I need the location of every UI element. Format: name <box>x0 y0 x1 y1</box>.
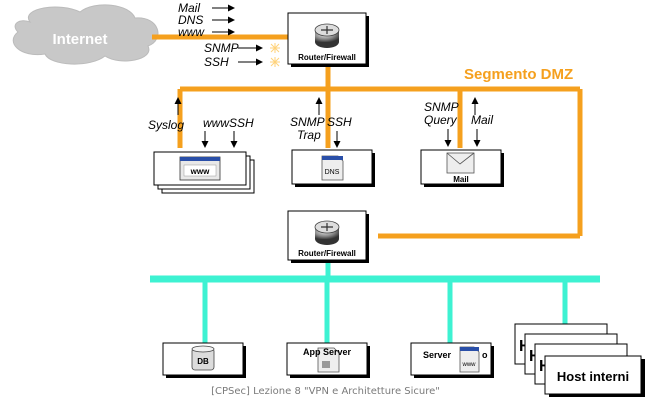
inbound-www-label: www <box>178 25 205 39</box>
dmz-segment-label: Segmento DMZ <box>464 66 573 83</box>
blocked-burst-icon <box>270 57 280 67</box>
app-server-label: App Server <box>303 347 352 357</box>
router-icon <box>314 23 340 48</box>
router-firewall-top: Router/Firewall <box>287 12 369 67</box>
blocked-snmp-label: SNMP <box>204 41 239 55</box>
www-document-icon: www <box>459 346 480 373</box>
app-server: App Server <box>286 342 370 378</box>
internal-web-server: Server o www <box>410 342 494 378</box>
web-syslog-label: Syslog <box>148 118 184 132</box>
host-interni-label: Host interni <box>557 369 629 384</box>
dns-trap-label: Trap <box>297 128 321 142</box>
blocked-ssh-label: SSH <box>204 55 229 69</box>
dns-snmp-label: SNMP <box>290 115 325 129</box>
mail-snmp-label: SNMP <box>424 100 459 114</box>
app-document-icon <box>317 347 340 373</box>
internal-lan <box>150 260 600 345</box>
internet-label: Internet <box>52 31 107 48</box>
router-icon <box>314 220 340 245</box>
mail-server: SNMP Query Mail Mail <box>420 97 504 187</box>
slide-footer: [CPSec] Lezione 8 "VPN e Architetture Si… <box>211 386 440 397</box>
web-www-label: www <box>203 116 230 130</box>
dns-icon-label: DNS <box>325 169 340 176</box>
dns-document-icon: DNS <box>321 155 344 181</box>
router-top-label: Router/Firewall <box>298 53 356 62</box>
www-icon-label: www <box>190 167 210 176</box>
db-label: DB <box>197 357 209 366</box>
internet-cloud: Internet <box>12 4 159 65</box>
mail-mail-label: Mail <box>471 113 493 127</box>
blocked-services: SNMP SSH <box>204 41 280 69</box>
inbound-dns-label: DNS <box>178 13 203 27</box>
router-firewall-bottom: Router/Firewall <box>287 210 369 263</box>
web-ssh-label: SSH <box>229 116 254 130</box>
database-icon: DB <box>191 345 215 371</box>
router-bottom-label: Router/Firewall <box>298 249 356 258</box>
www-window-icon: www <box>179 156 221 181</box>
server-suffix-label: o <box>482 350 488 360</box>
mail-query-label: Query <box>424 113 458 127</box>
internal-hosts: H H H Host interni <box>514 323 645 397</box>
server-www-icon-label: www <box>462 362 477 368</box>
inbound-mail-label: Mail <box>178 1 200 15</box>
envelope-icon <box>446 152 475 174</box>
inbound-services: Mail DNS www <box>178 1 235 39</box>
dns-server: SNMP SSH Trap DNS <box>290 97 375 187</box>
blocked-burst-icon <box>270 43 280 53</box>
server-label: Server <box>423 350 452 360</box>
dns-ssh-label: SSH <box>327 115 352 129</box>
web-server: Syslog www SSH www <box>148 97 255 194</box>
db-server: DB <box>162 342 246 378</box>
mail-server-label: Mail <box>453 175 469 184</box>
